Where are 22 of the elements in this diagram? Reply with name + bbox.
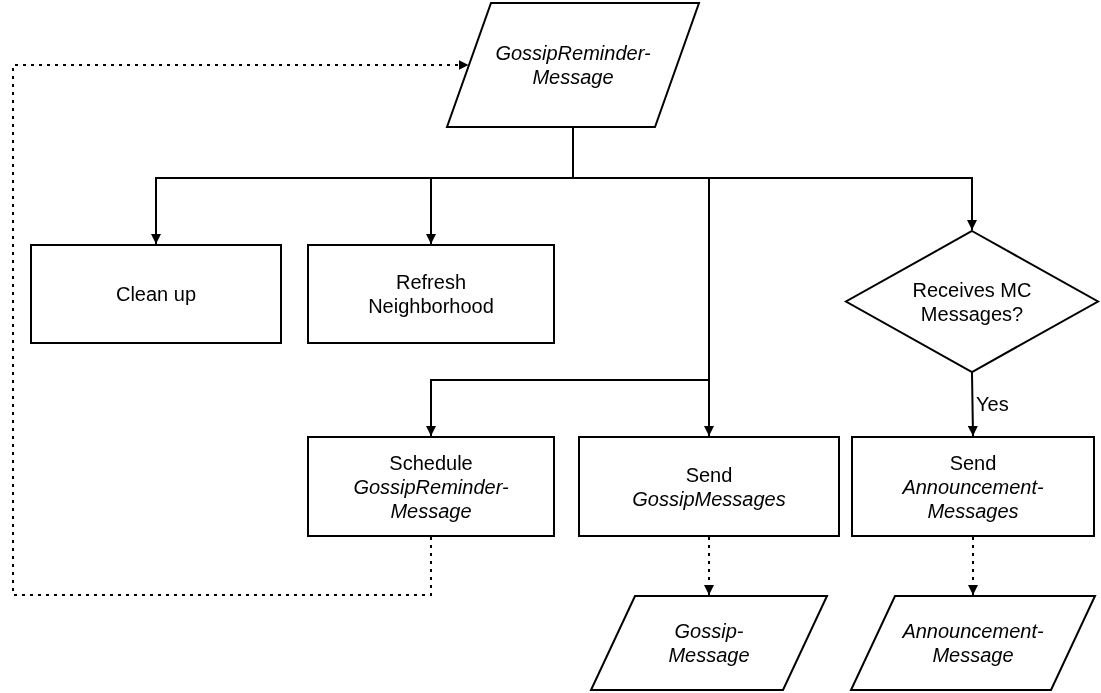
node-label: Refresh Neighborhood [367, 270, 495, 318]
process-box [307, 244, 555, 344]
node-label: Send GossipMessages [631, 462, 787, 511]
process-box [307, 436, 555, 537]
node-label: GossipReminder-Message [494, 41, 652, 89]
process-box [851, 436, 1095, 537]
arrow [704, 536, 714, 596]
data-parallelogram [446, 2, 700, 128]
process-box [578, 436, 840, 537]
node-label: Gossip-Message [667, 619, 751, 667]
node-label: Send Announcement-Messages [900, 450, 1045, 523]
node-label: Schedule GossipReminder-Message [352, 450, 510, 523]
process-box [30, 244, 282, 344]
decision-diamond [845, 230, 1099, 373]
node-label: Receives MC Messages? [911, 277, 1033, 326]
data-parallelogram [590, 595, 828, 691]
data-parallelogram [850, 595, 1096, 691]
arrow [968, 536, 978, 596]
node-label: Announcement-Message [900, 619, 1045, 667]
arrow [12, 60, 470, 596]
arrow [967, 372, 978, 437]
node-label: Clean up [114, 282, 198, 306]
